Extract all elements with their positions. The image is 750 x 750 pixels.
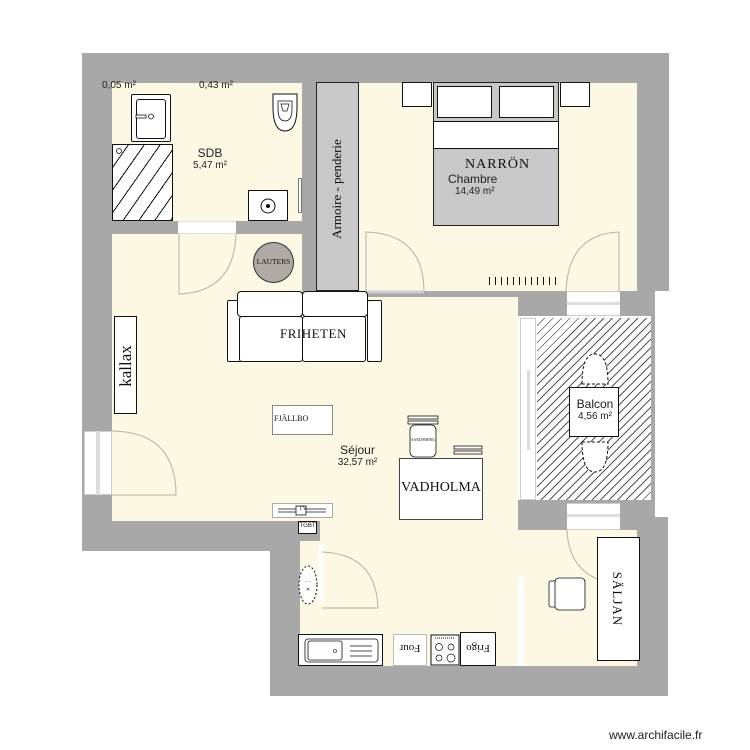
bar-stool-2: [453, 445, 483, 455]
sofa-seat-left: [239, 316, 303, 362]
room-name: Chambre: [448, 172, 498, 186]
watermark: www.archifacile.fr: [609, 728, 703, 742]
bay-window-mullion: [527, 370, 530, 450]
room-area: 14,49 m²: [455, 186, 495, 198]
wall-sdb-right: [302, 83, 316, 293]
wall-lamp-icon: ◦ ◦ ✕: [298, 565, 318, 605]
window-mullion-1: [567, 302, 620, 305]
desk-chair: [548, 577, 586, 611]
balcony-chair-bottom: [581, 441, 609, 473]
sofa-back-left: [237, 291, 303, 317]
electrical-panel: [298, 521, 317, 534]
fridge: [460, 632, 496, 666]
wardrobe: [316, 82, 359, 291]
bed-sheet-fold: [433, 121, 559, 149]
cooktop-icon: [430, 634, 460, 666]
pillow-right: [499, 86, 554, 118]
door-chambre[interactable]: [365, 231, 426, 294]
toilet-icon: [272, 93, 298, 132]
nightstand-right: [560, 82, 590, 107]
room-name: SDB: [197, 146, 223, 160]
window-mullion-2: [567, 514, 620, 517]
room-label-sejour: Séjour 32,57 m²: [330, 443, 385, 469]
nightstand-left: [402, 82, 432, 107]
radiator-sdb: [298, 178, 302, 213]
round-table-label: LAUTERS: [256, 257, 291, 266]
electrical-panel-label: TGBT: [299, 523, 316, 529]
kitchen-door-jamb: [318, 545, 324, 600]
kallax-shelf: [114, 316, 137, 414]
room-name: Séjour: [340, 443, 375, 457]
window-sejour-left-mullion: [96, 431, 100, 495]
outer-wall-right-lower: [637, 517, 668, 696]
sofa-arm-right: [367, 300, 382, 362]
round-table: [253, 242, 294, 283]
desk: [597, 537, 640, 661]
room-label-chambre: Chambre 14,49 m²: [448, 172, 508, 198]
shower-tray: [112, 144, 173, 221]
bed-label: NARRÖN: [465, 157, 531, 172]
washing-machine-drum-icon: [260, 198, 276, 214]
room-area: 32,57 m²: [337, 457, 378, 469]
room-area: 4,56 m²: [578, 411, 612, 423]
kitchen-window-strip: [518, 578, 524, 666]
wardrobe-label: Armoire - penderie: [329, 139, 344, 239]
desk-label: SÄLJAN: [610, 571, 625, 627]
floor-small-top: [112, 83, 302, 97]
kitchen-island-label: VADHOLMA: [401, 480, 481, 495]
washbasin-tap-icon: [135, 113, 154, 120]
door-sdb[interactable]: [178, 233, 238, 296]
sofa-seat-right: [302, 316, 366, 362]
coffee-table-label: FJÄLLBO: [274, 414, 309, 423]
outer-wall-top: [82, 53, 669, 83]
sofa-back-right: [302, 291, 368, 317]
door-chambre-balcony[interactable]: [565, 231, 622, 293]
balcony-chair-top: [581, 353, 609, 385]
washbasin-inner: [136, 99, 166, 139]
wall-balcony-right: [651, 291, 655, 517]
washing-machine: [248, 190, 288, 221]
svg-text:✕: ✕: [306, 587, 310, 593]
svg-text:◦ ◦: ◦ ◦: [306, 579, 311, 585]
pillow-left: [437, 86, 492, 118]
tv-label: TV: [299, 506, 307, 512]
radiator-chambre: [489, 277, 558, 285]
room-label-balcon: Balcon 4,56 m²: [565, 397, 625, 423]
fridge-label: Frigo: [466, 642, 490, 654]
room-label-sdb: SDB 5,47 m²: [185, 146, 235, 172]
room-area-small1: 0,05 m²: [102, 80, 136, 91]
oven-label: Four: [399, 642, 421, 654]
room-area: 5,47 m²: [193, 160, 227, 172]
outer-wall-right-upper: [637, 53, 669, 291]
shower-drain-icon: [116, 148, 122, 154]
coffee-table: [272, 405, 333, 435]
tv-icon: [278, 505, 326, 516]
balcony-table: [569, 387, 619, 437]
sdb-door-opening: [178, 221, 236, 234]
bar-stool-1: [407, 415, 439, 458]
sink-icon: [304, 638, 379, 663]
bar-stool-label: SANDSBERG: [411, 437, 435, 442]
door-entry[interactable]: [111, 430, 180, 496]
outer-wall-bottom-left: [82, 521, 300, 551]
room-name: Balcon: [576, 397, 614, 411]
kallax-label: kallax: [116, 345, 135, 387]
wall-chambre-bottom: [316, 291, 651, 297]
kitchen-island: [399, 458, 483, 520]
room-area-small2: 0,43 m²: [199, 80, 233, 91]
outer-wall-bottom: [270, 666, 668, 696]
sofa-label: FRIHETEN: [280, 326, 347, 341]
oven: [393, 634, 427, 666]
door-kitchen[interactable]: [321, 551, 380, 610]
